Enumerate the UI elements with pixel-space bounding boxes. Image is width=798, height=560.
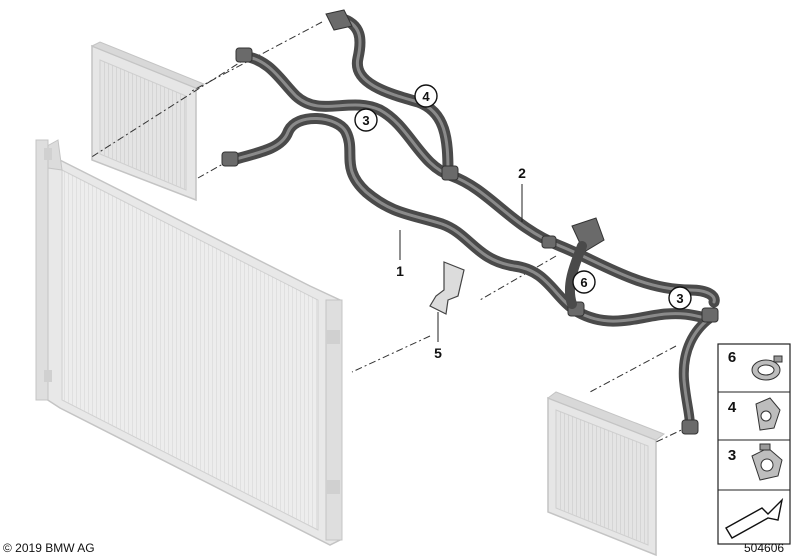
clip-legend: 6 4 3 xyxy=(717,343,791,545)
aux-radiator-lower-right xyxy=(546,391,666,557)
svg-text:4: 4 xyxy=(422,89,430,104)
legend-item-4: 4 xyxy=(728,397,781,431)
callout-6: 6 xyxy=(572,270,596,294)
main-radiator xyxy=(35,139,343,546)
part-leaders xyxy=(399,184,523,260)
svg-text:6: 6 xyxy=(580,275,587,290)
hose-right-down xyxy=(678,307,719,435)
hose-clip-4-icon xyxy=(755,397,781,431)
document-number: 504606 xyxy=(744,541,785,555)
svg-text:3: 3 xyxy=(362,113,369,128)
part-label-5: 5 xyxy=(434,345,442,361)
hose-connector-6 xyxy=(564,217,605,309)
svg-text:4: 4 xyxy=(728,399,737,416)
copyright-text: © 2019 BMW AG xyxy=(3,541,95,555)
hose-clamp-6-icon xyxy=(751,355,783,381)
part-label-1: 1 xyxy=(396,263,404,279)
hose-4 xyxy=(325,9,454,178)
hose-clip-3-icon xyxy=(751,443,783,481)
legend-item-3: 3 xyxy=(728,443,783,481)
callout-4: 4 xyxy=(414,84,438,108)
callout-3-upper: 3 xyxy=(354,108,378,132)
part-label-2: 2 xyxy=(518,165,526,181)
aux-radiator-upper-left xyxy=(90,41,206,202)
callout-3-right: 3 xyxy=(668,286,692,310)
hose-2 xyxy=(235,47,720,308)
svg-text:6: 6 xyxy=(728,349,736,366)
svg-text:3: 3 xyxy=(728,447,736,464)
direction-arrow-icon xyxy=(725,497,784,539)
svg-text:3: 3 xyxy=(676,291,683,306)
legend-item-6: 6 xyxy=(728,349,783,381)
bracket-5 xyxy=(429,261,465,342)
hose-1 xyxy=(221,113,714,327)
